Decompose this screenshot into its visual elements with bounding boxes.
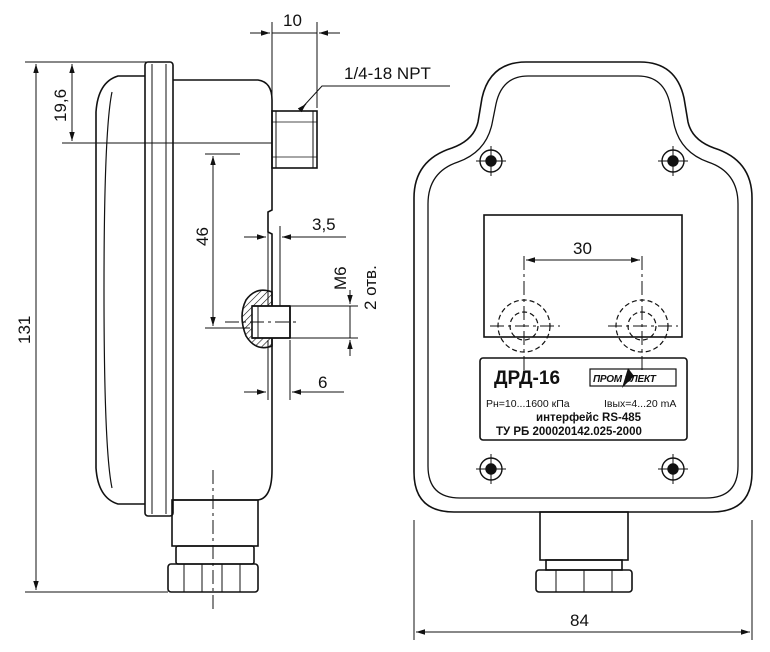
gland-neck <box>171 499 259 547</box>
side-view <box>95 61 318 593</box>
mount-holes-label: 2 отв. <box>361 265 380 310</box>
nameplate-model: ДРД-16 <box>494 368 560 389</box>
thread-label: 1/4-18 NPT <box>344 64 431 83</box>
nameplate-pressure-range: Рн=10...1600 кПа <box>486 398 570 410</box>
mount-thread-label: M6 <box>331 266 350 290</box>
brand-logo-text: ПРОМ ЭЛЕКТ <box>593 374 657 385</box>
nameplate-interface: интерфейс RS-485 <box>536 412 642 424</box>
side-dimensions <box>25 22 450 593</box>
dim-mount-spacing-vertical: 46 <box>193 227 212 246</box>
front-gland-body <box>545 559 623 571</box>
front-cover <box>95 75 145 505</box>
side-centerlines <box>212 321 300 612</box>
front-cover-inner <box>103 91 113 489</box>
housing-outline-inner <box>427 75 739 499</box>
housing-body <box>173 79 273 501</box>
screw-top-right <box>658 146 688 176</box>
dim-fitting-width: 10 <box>283 11 302 30</box>
dim-mount-spacing-horizontal: 30 <box>573 239 592 258</box>
dim-total-height: 131 <box>15 316 34 344</box>
gland-body <box>175 545 255 565</box>
front-dimensions <box>413 257 753 640</box>
pressure-fitting <box>271 110 318 169</box>
dim-top-offset: 19,6 <box>51 89 70 122</box>
flange <box>144 61 174 517</box>
nameplate-spec: ТУ РБ 200020142.025-2000 <box>496 426 642 438</box>
front-gland-neck <box>539 511 629 561</box>
front-view <box>413 61 753 593</box>
front-centerlines <box>490 256 678 370</box>
nameplate-output-range: Iвых=4...20 mA <box>604 398 676 410</box>
display-window <box>483 214 683 338</box>
screw-bottom-left <box>476 454 506 484</box>
dim-total-width: 84 <box>570 611 589 630</box>
screw-bottom-right <box>658 454 688 484</box>
housing-outline-outer <box>413 61 753 513</box>
screws <box>476 146 688 484</box>
nameplate-border <box>479 357 688 441</box>
screw-top-left <box>476 146 506 176</box>
brand-logo: ПРОМ ЭЛЕКТ <box>589 368 677 388</box>
dim-hole-depth: 6 <box>318 373 327 392</box>
nameplate: ДРД-16 ПРОМ ЭЛЕКТ Рн=10...1600 кПа Iвых=… <box>486 368 677 438</box>
dim-wall-thickness: 3,5 <box>312 215 336 234</box>
